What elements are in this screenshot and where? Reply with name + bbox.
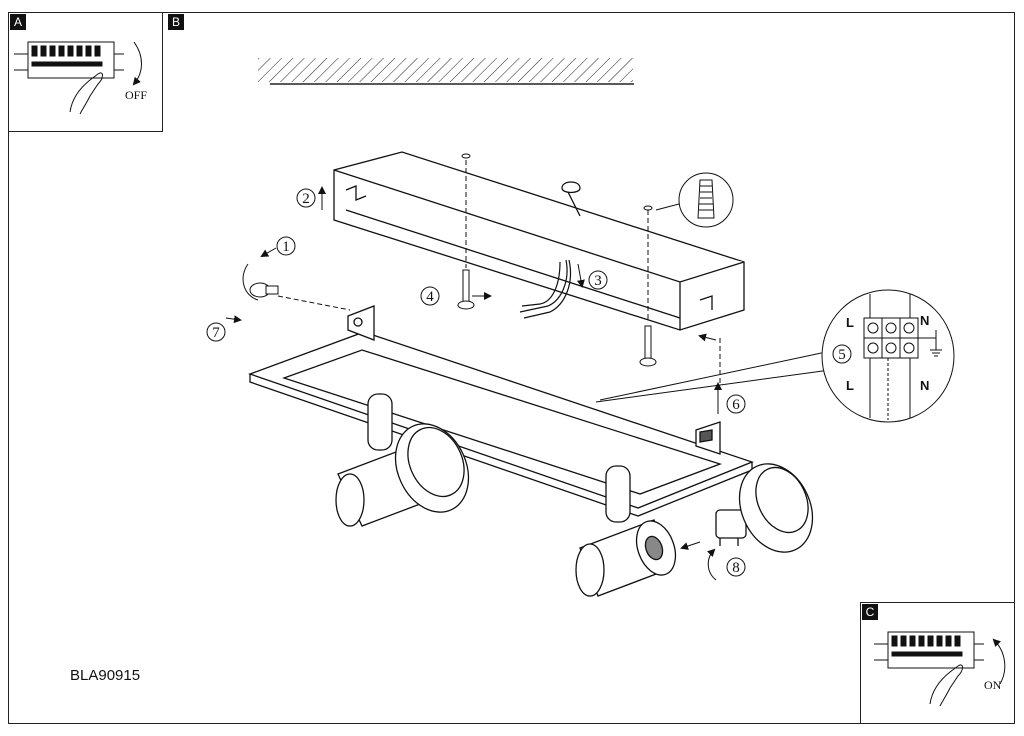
fixing-points — [461, 153, 653, 211]
wall-plug-icon — [655, 172, 734, 228]
spotlight-1 — [335, 393, 470, 527]
step-8-label: 8 — [732, 560, 740, 576]
step-5-label: 5 — [838, 347, 846, 363]
terminal-n-top: N — [920, 313, 929, 328]
step-3-label: 3 — [594, 273, 602, 289]
terminal-n-bottom: N — [920, 378, 929, 393]
panel-a-tag: A — [10, 14, 26, 30]
terminal-callout — [595, 289, 955, 423]
step-2-label: 2 — [302, 191, 310, 207]
install-guides — [277, 160, 721, 385]
step-6-label: 6 — [732, 397, 740, 413]
supply-wires — [519, 259, 571, 319]
fixing-screw-icon — [457, 269, 657, 367]
step-4-label: 4 — [426, 289, 434, 305]
panel-b-tag: B — [168, 14, 184, 30]
direction-arrows — [225, 186, 722, 581]
step-markers — [206, 188, 852, 577]
terminal-l-top: L — [846, 315, 854, 330]
ceiling-hatch — [258, 58, 634, 85]
step-7-label: 7 — [212, 325, 220, 341]
breaker-on-icon — [874, 631, 1006, 707]
mounting-box — [333, 151, 745, 331]
off-label: OFF — [125, 88, 148, 102]
gu10-lamp — [715, 463, 814, 553]
terminal-l-bottom: L — [846, 378, 854, 393]
cap-screw-icon — [249, 282, 279, 298]
model-code: BLA90915 — [70, 667, 141, 684]
step-1-label: 1 — [282, 239, 290, 255]
panel-a-power-off — [8, 12, 163, 132]
spotlight-2 — [575, 465, 677, 597]
panel-c-power-on — [860, 602, 1015, 724]
panel-c-tag: C — [862, 604, 878, 620]
diagram-frame — [8, 12, 1015, 724]
base-plate — [248, 305, 754, 517]
breaker-off-icon — [14, 41, 142, 115]
on-label: ON — [984, 678, 1002, 692]
